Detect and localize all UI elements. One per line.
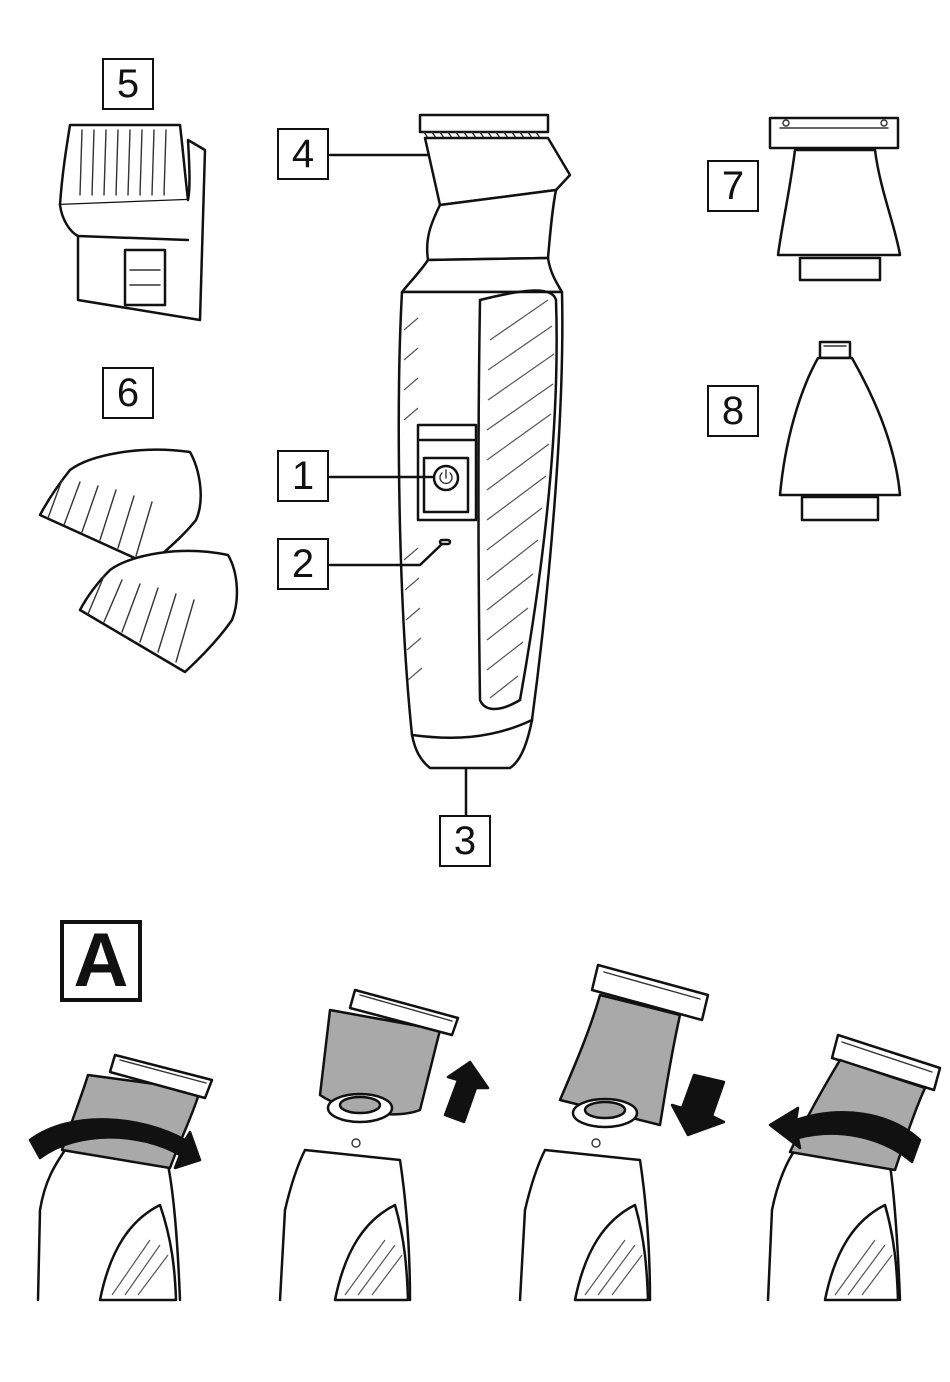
label-6: 6 bbox=[102, 367, 154, 419]
step-1-rotate-off bbox=[30, 1055, 212, 1300]
label-2: 2 bbox=[277, 538, 329, 590]
label-5: 5 bbox=[102, 58, 154, 110]
step-2-pull-up bbox=[280, 990, 488, 1300]
step-3-push-down bbox=[520, 965, 724, 1300]
label-8: 8 bbox=[707, 385, 759, 437]
comb-attachment-5 bbox=[60, 125, 205, 320]
arrow-down-icon bbox=[672, 1075, 724, 1135]
main-trimmer bbox=[330, 115, 570, 815]
label-3: 3 bbox=[439, 815, 491, 867]
nose-trimmer-attachment-8 bbox=[780, 342, 900, 520]
section-label-a: A bbox=[60, 920, 142, 1002]
label-7: 7 bbox=[707, 160, 759, 212]
arrow-up-icon bbox=[445, 1062, 488, 1122]
label-1: 1 bbox=[277, 450, 329, 502]
body-shaver-attachment-7 bbox=[770, 118, 900, 280]
step-4-rotate-on bbox=[768, 1035, 940, 1300]
comb-attachment-6 bbox=[40, 450, 237, 672]
label-4: 4 bbox=[277, 128, 329, 180]
